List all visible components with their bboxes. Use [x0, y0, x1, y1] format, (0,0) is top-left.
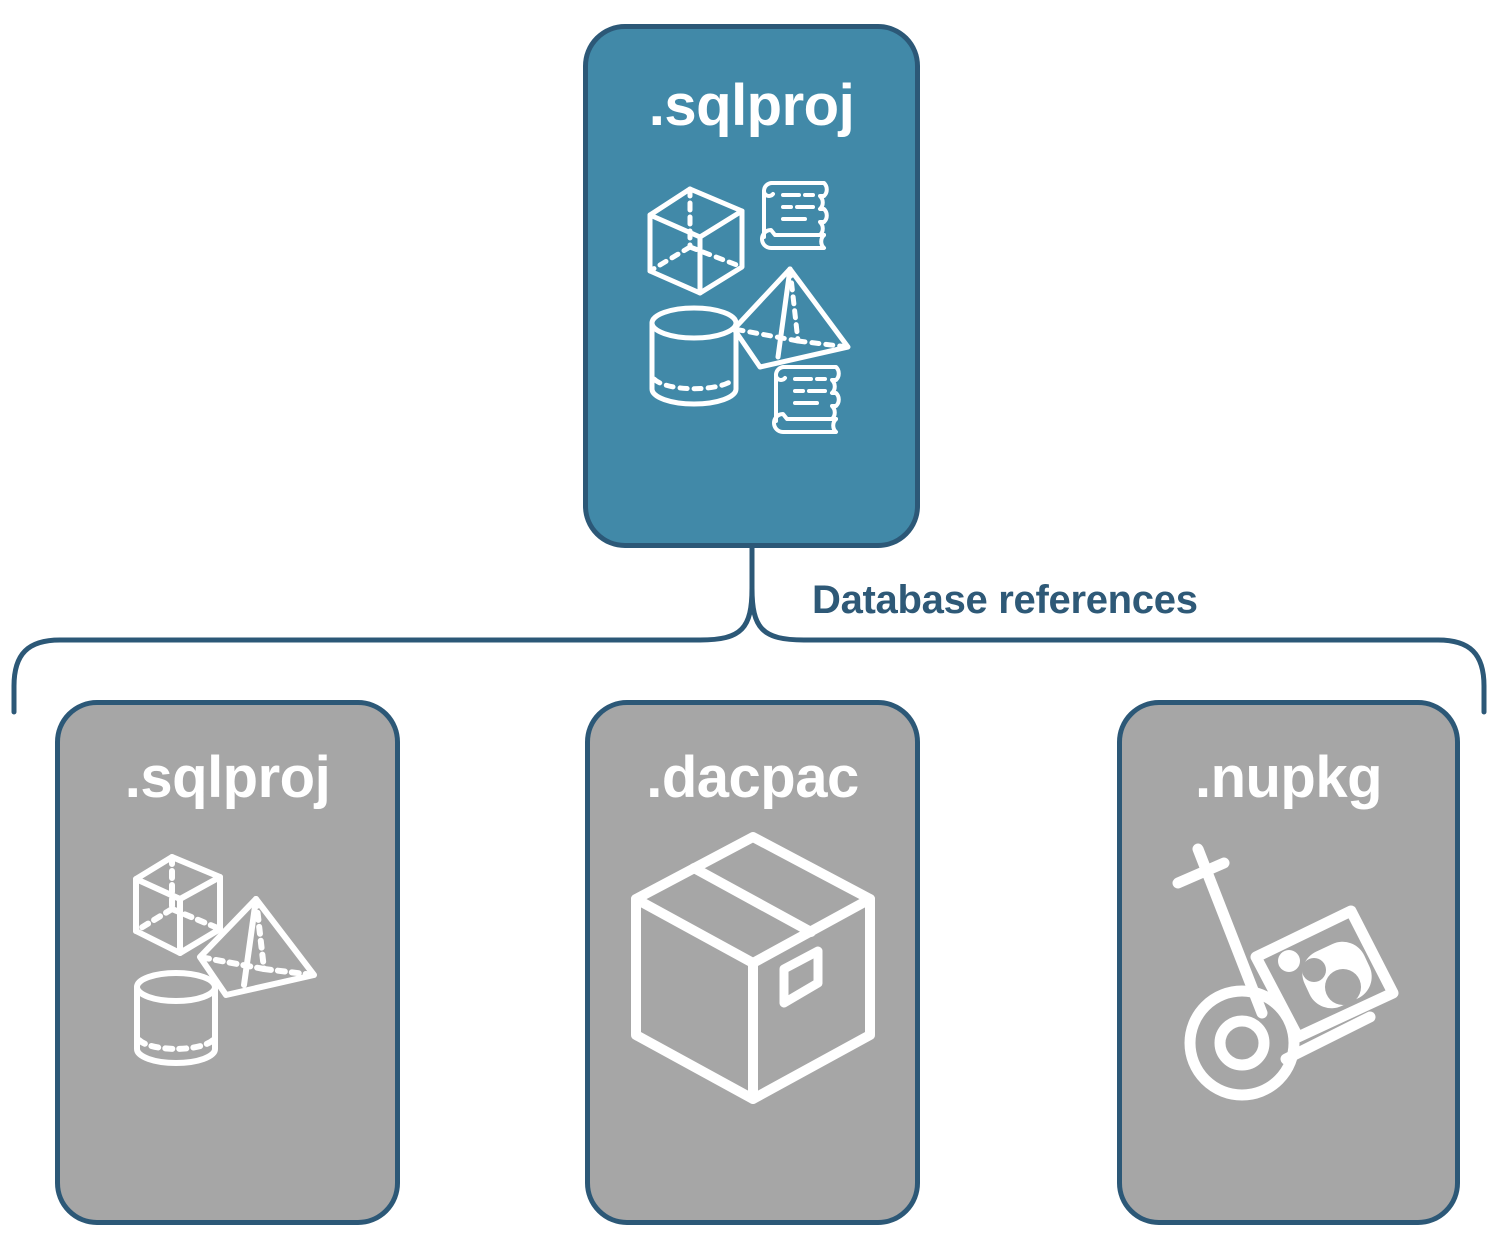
cube-icon — [132, 854, 223, 956]
cube-icon — [647, 186, 744, 296]
pyramid-icon — [196, 896, 317, 998]
package-box-icon — [630, 832, 875, 1104]
pyramid-icon — [731, 266, 850, 370]
hand-truck-package-icon — [1172, 843, 1398, 1101]
leaf-node-title: .sqlproj — [124, 745, 331, 810]
cylinder-icon — [649, 305, 738, 407]
cylinder-icon — [133, 970, 218, 1066]
root-node-title: .sqlproj — [648, 73, 855, 138]
leaf-node-nupkg[interactable]: .nupkg — [1117, 700, 1460, 1225]
leaf-node-dacpac[interactable]: .dacpac — [585, 700, 920, 1225]
root-node-artwork — [642, 171, 862, 446]
scroll-icon — [771, 365, 841, 434]
bracket-label: Database references — [812, 578, 1198, 622]
leaf-node-title: .nupkg — [1194, 745, 1383, 810]
root-node-sqlproj[interactable]: .sqlproj — [583, 24, 920, 548]
leaf-node-title: .dacpac — [646, 745, 859, 810]
scroll-icon — [759, 181, 829, 250]
leaf-node-artwork — [618, 823, 888, 1118]
leaf-node-artwork — [1158, 835, 1420, 1108]
leaf-node-artwork — [128, 853, 328, 1088]
leaf-node-sqlproj[interactable]: .sqlproj — [55, 700, 400, 1225]
